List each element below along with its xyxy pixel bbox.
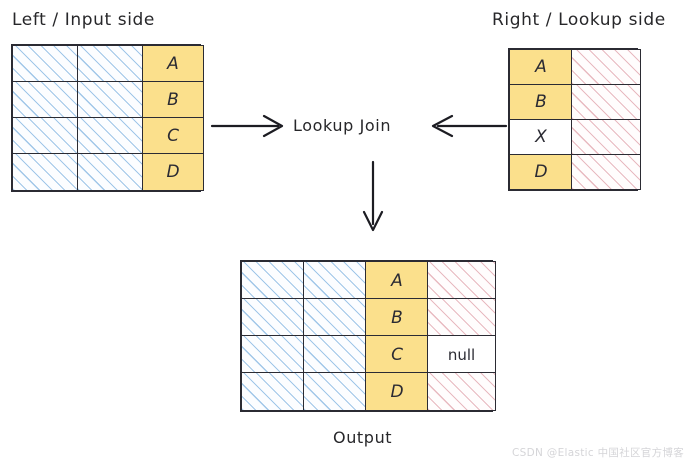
cell-r2-c3: B xyxy=(142,81,204,119)
cell-r1-c3: A xyxy=(365,261,429,300)
cell-r1-c2 xyxy=(303,261,367,300)
cell-r4-c1: D xyxy=(509,153,573,190)
cell-r2-c1 xyxy=(12,81,79,119)
cell-r3-c3: C xyxy=(142,117,204,155)
cell-r1-c1 xyxy=(241,261,305,300)
cell-r3-c3: C xyxy=(365,335,429,374)
cell-r4-c3: D xyxy=(142,153,204,191)
cell-r4-c2 xyxy=(77,153,144,191)
cell-r4-c1 xyxy=(12,153,79,191)
cell-r2-c1: B xyxy=(509,84,573,121)
cell-r3-c1: X xyxy=(509,118,573,155)
cell-r2-c3: B xyxy=(365,298,429,337)
arrow-left-to-center-icon xyxy=(210,114,284,138)
lookup-join-label: Lookup Join xyxy=(293,116,392,135)
cell-r2-c4 xyxy=(427,298,496,337)
cell-r4-c4 xyxy=(427,372,496,411)
cell-r3-c1 xyxy=(241,335,305,374)
arrow-center-to-output-icon xyxy=(362,160,384,232)
cell-r2-c2 xyxy=(571,84,641,121)
cell-r2-c2 xyxy=(77,81,144,119)
cell-r4-c1 xyxy=(241,372,305,411)
cell-r3-c2 xyxy=(303,335,367,374)
cell-r1-c2 xyxy=(571,49,641,86)
cell-r1-c3: A xyxy=(142,45,204,83)
cell-r4-c2 xyxy=(571,153,641,190)
cell-r4-c3: D xyxy=(365,372,429,411)
output-table-title: Output xyxy=(333,428,393,447)
cell-r1-c1 xyxy=(12,45,79,83)
cell-r2-c2 xyxy=(303,298,367,337)
cell-r1-c1: A xyxy=(509,49,573,86)
cell-r3-c4: null xyxy=(427,335,496,374)
cell-r1-c2 xyxy=(77,45,144,83)
cell-r1-c4 xyxy=(427,261,496,300)
cell-r4-c2 xyxy=(303,372,367,411)
left-table-title: Left / Input side xyxy=(12,10,155,30)
right-table-title: Right / Lookup side xyxy=(492,10,666,30)
arrow-right-to-center-icon xyxy=(431,114,508,138)
cell-r2-c1 xyxy=(241,298,305,337)
cell-r3-c2 xyxy=(77,117,144,155)
cell-r3-c2 xyxy=(571,118,641,155)
watermark: CSDN @Elastic 中国社区官方博客 xyxy=(512,447,684,459)
cell-r3-c1 xyxy=(12,117,79,155)
